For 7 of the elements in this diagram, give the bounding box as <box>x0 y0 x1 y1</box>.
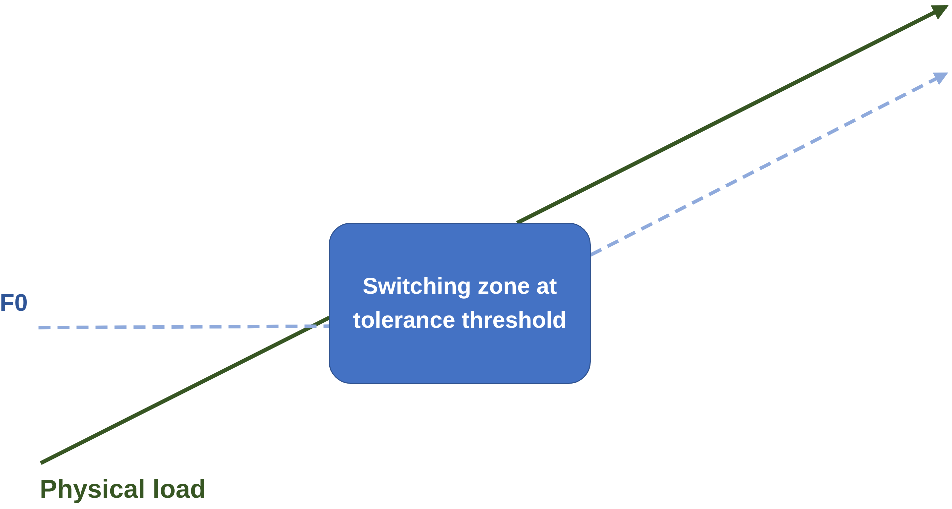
line-label: Physical load <box>40 474 206 505</box>
line <box>38 324 330 330</box>
arrow <box>590 72 948 257</box>
line-label: F0 <box>0 290 28 318</box>
process-box: Switching zone at tolerance threshold <box>329 223 591 384</box>
arrow <box>516 5 949 225</box>
line <box>40 316 330 466</box>
